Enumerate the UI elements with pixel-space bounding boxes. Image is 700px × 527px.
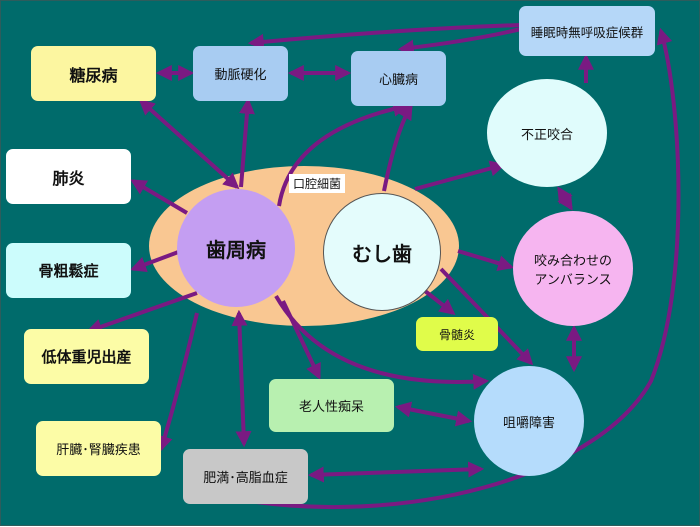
node-pneumonia: 肺炎 — [6, 149, 131, 204]
node-bite-imbalance: 咬み合わせの アンバランス — [513, 211, 633, 326]
node-periodontal: 歯周病 — [177, 189, 295, 307]
arrow-dementia-mastication — [394, 401, 473, 427]
arrow-malocclusion-bite — [557, 186, 573, 211]
node-low-birth-weight: 低体重児出産 — [24, 329, 149, 384]
node-heart-disease: 心臓病 — [351, 51, 446, 106]
node-diabetes: 糖尿病 — [31, 46, 156, 101]
arrow-periodontal-apnea — [248, 27, 681, 509]
node-malocclusion: 不正咬合 — [487, 79, 607, 187]
arrow-caries-heart — [382, 103, 413, 192]
node-dementia: 老人性痴呆 — [269, 379, 394, 432]
node-arteriosclerosis: 動脈硬化 — [193, 46, 288, 101]
arrow-periodontal-lowbirth — [85, 291, 198, 335]
arrow-periodontal-liver — [157, 312, 199, 453]
node-sleep-apnea: 睡眠時無呼吸症候群 — [519, 6, 655, 56]
arrow-periodontal-arteriosclerosis — [238, 97, 255, 188]
arrow-apnea-heart — [397, 27, 522, 56]
arrow-caries-mastication — [439, 267, 534, 366]
arrow-periodontal-pneumonia — [130, 179, 189, 215]
arrow-caries-osteomyelitis — [423, 289, 456, 315]
node-mastication: 咀嚼障害 — [474, 366, 584, 476]
node-liver-kidney: 肝臓･腎臓疾患 — [36, 421, 161, 476]
arrow-caries-malocclusion — [414, 160, 507, 191]
node-osteomyelitis: 骨髄炎 — [416, 317, 498, 351]
bite-imbalance-line2: アンバランス — [534, 272, 612, 288]
label-oral-bacteria: 口腔細菌 — [289, 174, 346, 193]
arrow-periodontal-obesity — [231, 309, 252, 448]
bite-imbalance-line1: 咬み合わせの — [533, 253, 612, 269]
node-caries: むし歯 — [323, 193, 441, 311]
arrow-apnea-arteriosclerosis — [247, 23, 522, 50]
arrow-periodontal-osteoporosis — [130, 249, 182, 272]
arrow-periodontal-mastication — [274, 294, 490, 390]
arrow-periodontal-heart — [277, 100, 410, 207]
arrow-mastication-obesity — [307, 461, 485, 483]
arrow-caries-bite — [457, 249, 515, 271]
node-osteoporosis: 骨粗鬆症 — [6, 243, 131, 298]
node-obesity-lipid: 肥満･高脂血症 — [183, 449, 308, 504]
arrow-periodontal-diabetes — [138, 98, 240, 190]
